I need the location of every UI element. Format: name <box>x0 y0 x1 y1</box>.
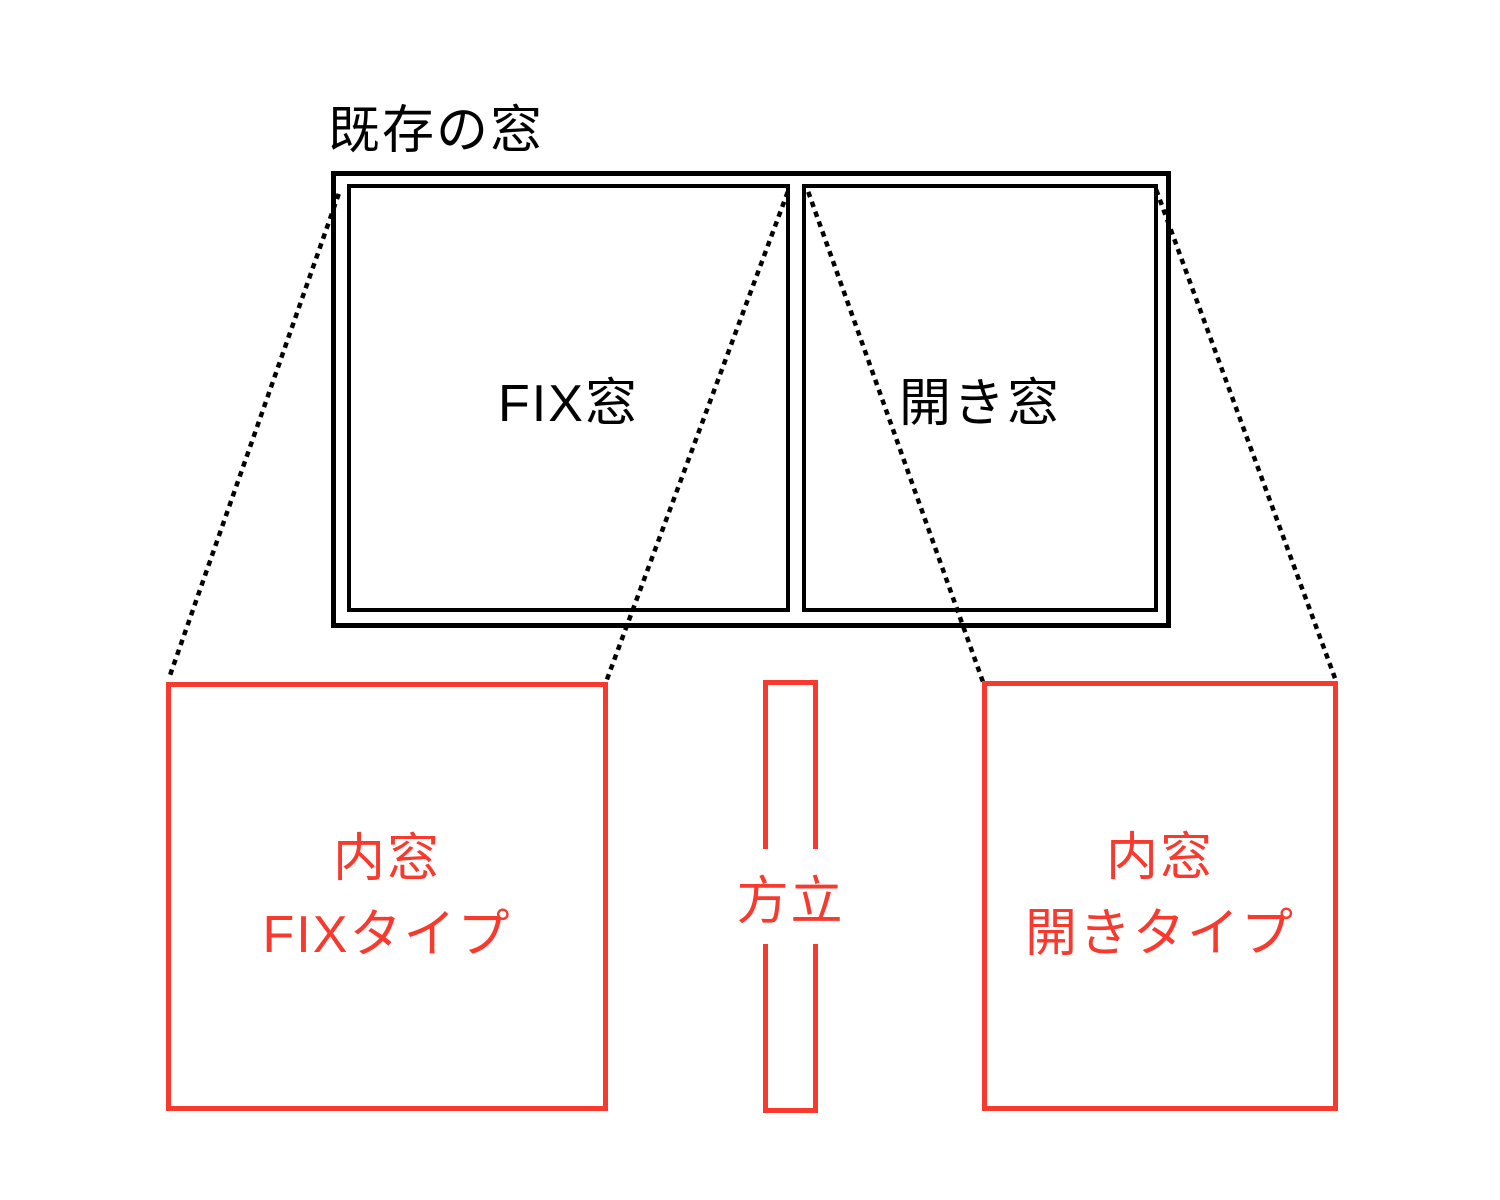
inner-window-open-label-line2: 開きタイプ <box>1024 905 1295 963</box>
inner-window-open-label-line1: 内窓 <box>1105 829 1214 887</box>
existing-window-title: 既存の窓 <box>328 102 545 160</box>
inner-window-fix-label-line2: FIXタイプ <box>262 905 512 964</box>
inner-window-fix-box: 内窓 FIXタイプ <box>166 682 608 1111</box>
inner-window-open-box: 内窓 開きタイプ <box>982 681 1338 1111</box>
fix-pane-label: FIX窓 <box>498 374 639 433</box>
open-pane-label: 開き窓 <box>898 374 1061 433</box>
mullion-rect: 方立 <box>732 680 849 1113</box>
leader-line-open-right <box>1154 189 1339 684</box>
leader-line-fix-left <box>165 193 341 684</box>
inner-window-fix-label-line1: 内窓 <box>332 829 441 888</box>
fix-pane: FIX窓 <box>347 184 790 612</box>
open-pane: 開き窓 <box>802 184 1158 612</box>
mullion-label: 方立 <box>732 849 849 944</box>
